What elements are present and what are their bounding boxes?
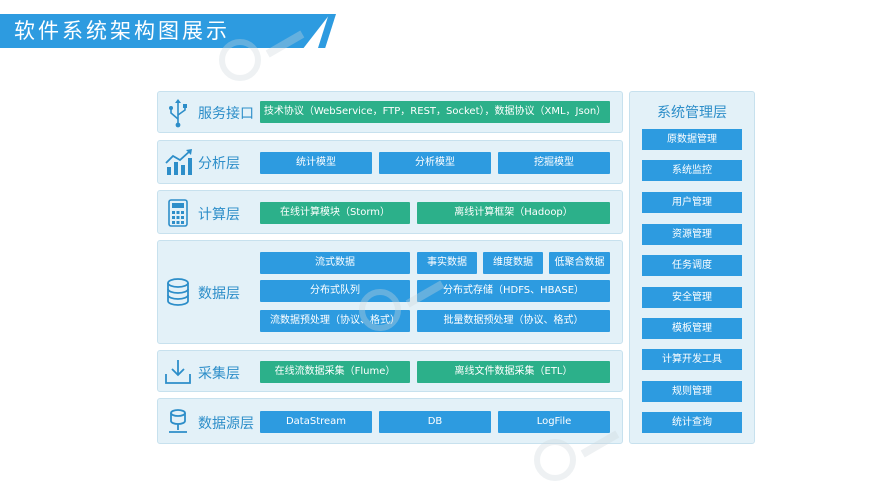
diagram-box: DB	[379, 411, 491, 433]
layer-service-interface: 服务接口 技术协议（WebService，FTP，REST，Socket），数据…	[157, 91, 623, 133]
management-item: 安全管理	[642, 287, 742, 308]
layer-computation: 计算层 在线计算模块（Storm） 离线计算框架（Hadoop）	[157, 190, 623, 234]
page-title: 软件系统架构图展示	[0, 14, 330, 48]
watermark-logo	[534, 430, 620, 481]
watermark-logo	[359, 280, 445, 331]
diagram-box: 在线计算模块（Storm）	[260, 202, 410, 224]
management-item: 计算开发工具	[642, 349, 742, 370]
management-panel: 系统管理层 原数据管理 系统监控 用户管理 资源管理 任务调度 安全管理 模板管…	[629, 91, 755, 444]
layer-data: 数据层 流式数据 事实数据 维度数据 低聚合数据 分布式队列 分布式存储（HDF…	[157, 240, 623, 344]
layer-label: 服务接口	[198, 106, 254, 122]
layer-data-source: 数据源层 DataStream DB LogFile	[157, 398, 623, 444]
diagram-box: 维度数据	[483, 252, 543, 274]
management-item: 资源管理	[642, 224, 742, 245]
watermark-logo	[219, 30, 305, 81]
diagram-box: 挖掘模型	[498, 152, 610, 174]
diagram-box: DataStream	[260, 411, 372, 433]
diagram-box: 事实数据	[417, 252, 477, 274]
layer-analysis: 分析层 统计模型 分析模型 挖掘模型	[157, 140, 623, 184]
usb-icon	[169, 99, 187, 128]
layer-label: 数据层	[198, 286, 240, 302]
diagram-box: LogFile	[498, 411, 610, 433]
diagram-box: 技术协议（WebService，FTP，REST，Socket），数据协议（XM…	[260, 101, 610, 123]
management-item: 原数据管理	[642, 129, 742, 150]
layer-label: 采集层	[198, 366, 240, 382]
calculator-icon	[168, 199, 188, 227]
management-item: 规则管理	[642, 381, 742, 402]
management-item: 模板管理	[642, 318, 742, 339]
management-item: 系统监控	[642, 160, 742, 181]
diagram-box: 流数据预处理（协议、格式）	[260, 310, 410, 332]
diagram-box: 在线流数据采集（Flume）	[260, 361, 410, 383]
source-icon	[169, 409, 187, 433]
diagram-box: 分布式队列	[260, 280, 410, 302]
diagram-box: 批量数据预处理（协议、格式）	[417, 310, 610, 332]
layer-label: 计算层	[198, 207, 240, 223]
diagram-box: 分布式存储（HDFS、HBASE）	[417, 280, 610, 302]
layer-collection: 采集层 在线流数据采集（Flume） 离线文件数据采集（ETL）	[157, 350, 623, 392]
management-item: 任务调度	[642, 255, 742, 276]
layer-label: 数据源层	[198, 416, 254, 432]
diagram-box: 统计模型	[260, 152, 372, 174]
management-title: 系统管理层	[657, 105, 727, 121]
database-icon	[167, 278, 189, 306]
diagram-box: 离线计算框架（Hadoop）	[417, 202, 610, 224]
diagram-box: 低聚合数据	[549, 252, 610, 274]
diagram-box: 分析模型	[379, 152, 491, 174]
management-item: 统计查询	[642, 412, 742, 433]
inbox-icon	[165, 360, 191, 384]
management-item: 用户管理	[642, 192, 742, 213]
bar-chart-icon	[165, 149, 192, 175]
diagram-box: 离线文件数据采集（ETL）	[417, 361, 610, 383]
diagram-box: 流式数据	[260, 252, 410, 274]
layer-label: 分析层	[198, 156, 240, 172]
